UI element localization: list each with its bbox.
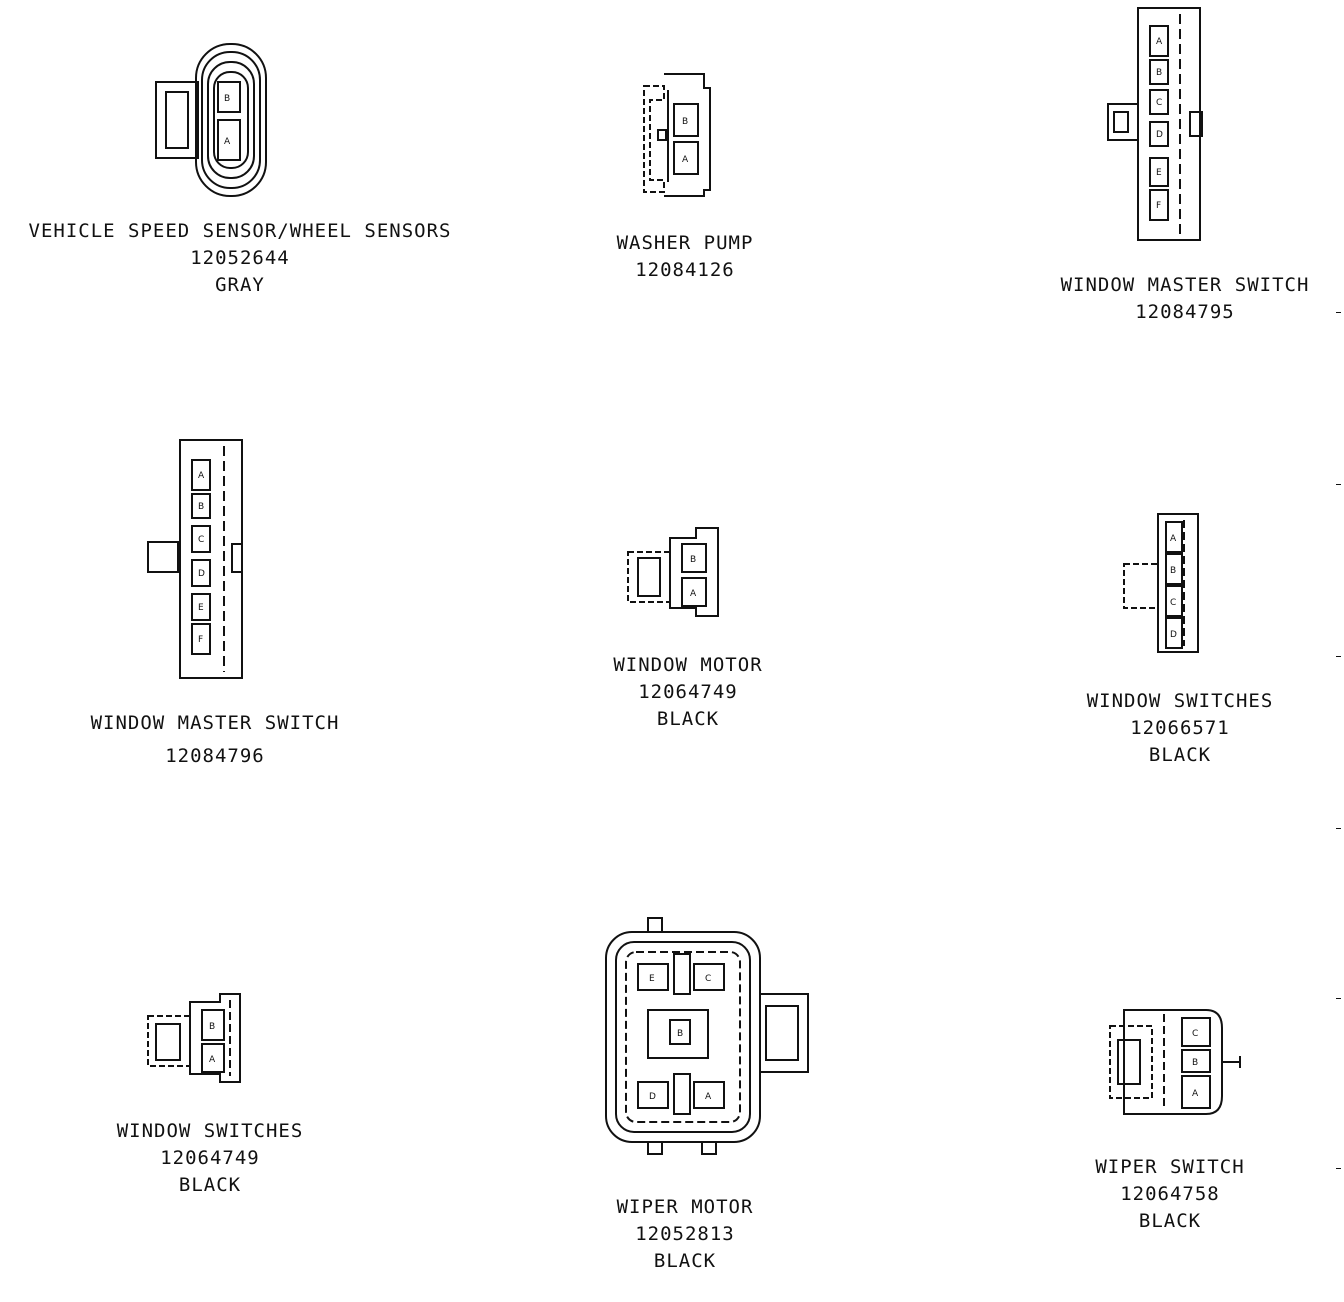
connector-name: WINDOW SWITCHES [1086,690,1274,712]
wipermotor-pin-b: B [677,1029,683,1039]
connector-wmotor-drawing: B A [620,522,730,622]
edge-tick [1336,484,1341,485]
connector-part-number: 12064758 [1120,1183,1220,1205]
wiperswitch-pin-b: B [1192,1058,1198,1068]
wiperswitch-pin-c: C [1192,1029,1198,1039]
connector-washer-drawing: B A [640,70,720,200]
wms1-pin-a: A [1156,37,1163,47]
connector-name: WIPER MOTOR [616,1196,754,1218]
wsw1-pin-c: C [1170,598,1176,608]
connector-wsw2-svg: B A [147,993,241,1083]
vss-pin-b: B [224,94,230,104]
connector-color: GRAY [215,274,265,296]
caption-washer: WASHER PUMP 12084126 [560,230,810,284]
wms1-pin-b: B [1156,68,1162,78]
wmotor-pin-a: A [690,589,697,599]
connector-wipermotor-svg: E C B D A [605,917,809,1155]
wms2-pin-e: E [198,603,204,613]
connector-color: BLACK [656,708,720,730]
connector-wsw1-drawing: A B C D [1118,510,1208,656]
wsw1-pin-b: B [1170,566,1176,576]
caption-wipermotor: WIPER MOTOR 12052813 BLACK [570,1194,800,1275]
wms2-pin-d: D [198,569,205,579]
wms1-pin-e: E [1156,168,1162,178]
wipermotor-pin-e: E [649,974,655,984]
connector-wiperswitch-svg: C B A [1109,1009,1241,1115]
wms1-pin-c: C [1156,98,1162,108]
connector-part-number: 12084796 [165,745,265,767]
connector-part-number: 12064749 [160,1147,260,1169]
connector-wms2-drawing: A B C D E F [140,434,250,682]
connector-wms2-svg: A B C D E F [147,439,243,679]
connector-name: WINDOW SWITCHES [116,1120,304,1142]
connector-name: WINDOW MOTOR [613,654,763,676]
connector-wsw2-drawing: B A [140,988,250,1088]
wsw2-pin-b: B [209,1022,215,1032]
wsw1-pin-a: A [1170,534,1177,544]
wipermotor-pin-d: D [649,1092,656,1102]
connector-part-number: 12084795 [1135,301,1235,323]
connector-wms1-drawing: A B C D E F [1100,4,1210,246]
wms1-pin-d: D [1156,130,1163,140]
connector-name: WASHER PUMP [616,232,754,254]
connector-name: WINDOW MASTER SWITCH [90,712,340,734]
wsw2-pin-a: A [209,1055,216,1065]
connector-part-number: 12066571 [1130,717,1230,739]
wms2-pin-a: A [198,471,205,481]
edge-tick [1336,656,1341,657]
washer-pin-a: A [682,155,689,165]
connector-color: BLACK [178,1174,242,1196]
caption-wsw2: WINDOW SWITCHES 12064749 BLACK [90,1118,330,1199]
wms2-pin-b: B [198,502,204,512]
connector-part-number: 12052644 [190,247,290,269]
wipermotor-pin-a: A [705,1092,712,1102]
edge-tick [1336,998,1341,999]
connector-part-number: 12084126 [635,259,735,281]
connector-wiperswitch-drawing: C B A [1104,1004,1254,1118]
connector-part-number: 12064749 [638,681,738,703]
connector-wipermotor-drawing: E C B D A [598,914,818,1156]
wms2-pin-c: C [198,535,204,545]
connector-name: VEHICLE SPEED SENSOR/WHEEL SENSORS [28,220,452,242]
edge-tick [1336,828,1341,829]
connector-washer-svg: B A [643,73,711,197]
connector-wsw1-svg: A B C D [1123,513,1199,653]
washer-pin-b: B [682,117,688,127]
wms2-pin-f: F [198,635,203,645]
wipermotor-pin-c: C [705,974,711,984]
caption-wms1: WINDOW MASTER SWITCH 12084795 [1040,272,1330,326]
connector-color: BLACK [653,1250,717,1272]
caption-wsw1: WINDOW SWITCHES 12066571 BLACK [1060,688,1300,769]
connector-part-number: 12052813 [635,1223,735,1245]
vss-pin-a: A [224,137,231,147]
edge-tick [1336,1168,1341,1169]
connector-wmotor-svg: B A [627,527,719,617]
caption-wmotor: WINDOW MOTOR 12064749 BLACK [570,652,806,733]
edge-tick [1336,312,1341,313]
caption-vss: VEHICLE SPEED SENSOR/WHEEL SENSORS 12052… [10,218,470,299]
connector-name: WINDOW MASTER SWITCH [1060,274,1310,296]
wms1-pin-f: F [1156,201,1161,211]
connector-name: WIPER SWITCH [1095,1156,1245,1178]
connector-vss-drawing: B A [150,40,280,200]
connector-color: BLACK [1148,744,1212,766]
wmotor-pin-b: B [690,555,696,565]
wiperswitch-pin-a: A [1192,1089,1199,1099]
wsw1-pin-d: D [1170,630,1177,640]
connector-color: BLACK [1138,1210,1202,1232]
caption-wms2: WINDOW MASTER SWITCH 12084796 [80,710,350,770]
connector-vss-svg: B A [155,43,267,197]
connector-wms1-svg: A B C D E F [1107,7,1203,241]
caption-wiperswitch: WIPER SWITCH 12064758 BLACK [1070,1154,1270,1235]
